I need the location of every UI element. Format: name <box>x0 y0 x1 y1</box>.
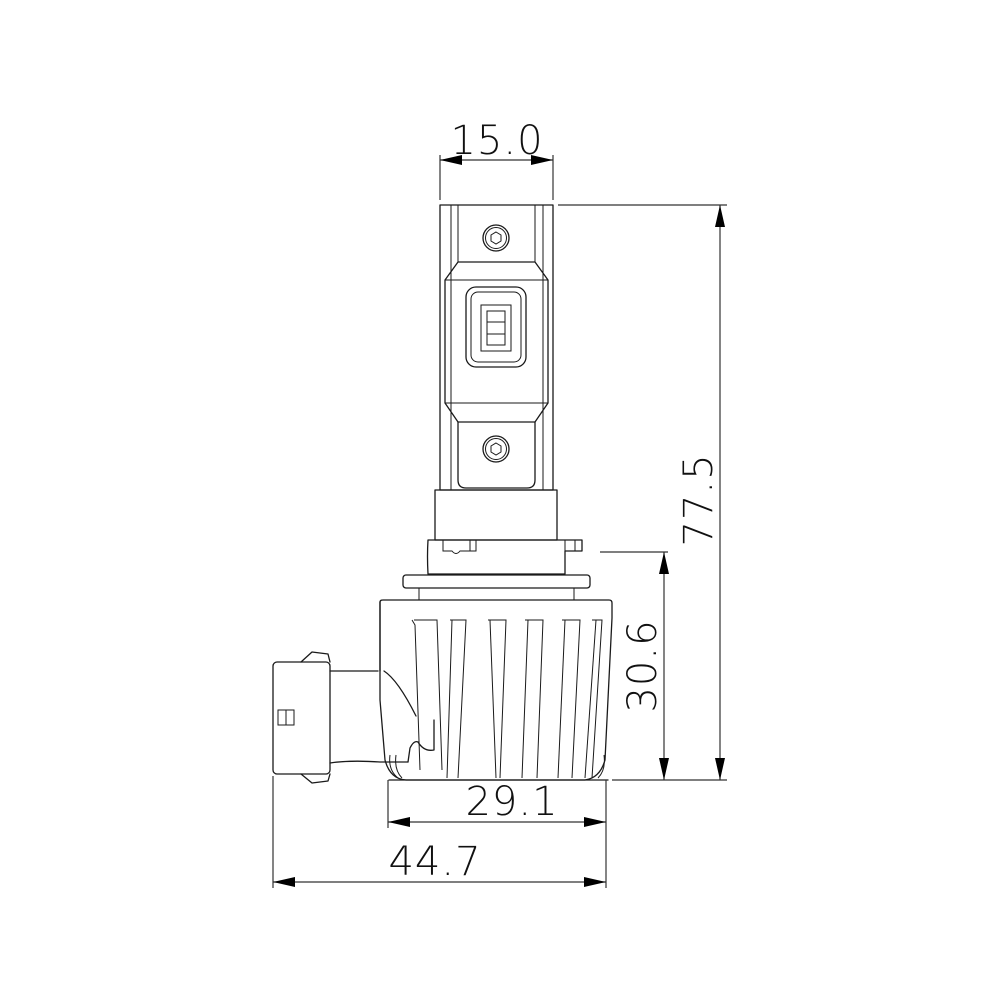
dimension-label-base-height: 30.6 <box>620 619 666 712</box>
dimension-base-width: 29.1 <box>387 779 607 828</box>
dimension-base-height: 30.6 <box>600 551 669 780</box>
connector-plug <box>272 601 435 784</box>
heatsink <box>379 599 613 781</box>
dimension-total-height: 77.5 <box>558 204 727 781</box>
upper-screw-icon <box>482 224 510 252</box>
dimension-label-base-width: 29.1 <box>465 779 558 825</box>
led-emitter-column <box>439 204 554 491</box>
dimension-overall-width: 44.7 <box>272 776 607 888</box>
dimension-label-total-height: 77.5 <box>676 453 722 546</box>
led-chip <box>465 286 527 368</box>
dimension-label-top-width: 15.0 <box>450 118 543 164</box>
dimension-label-overall-width: 44.7 <box>388 839 481 885</box>
dimension-top-width: 15.0 <box>439 118 554 200</box>
lower-screw-icon <box>482 435 510 463</box>
bulb-base-collar <box>402 489 591 600</box>
